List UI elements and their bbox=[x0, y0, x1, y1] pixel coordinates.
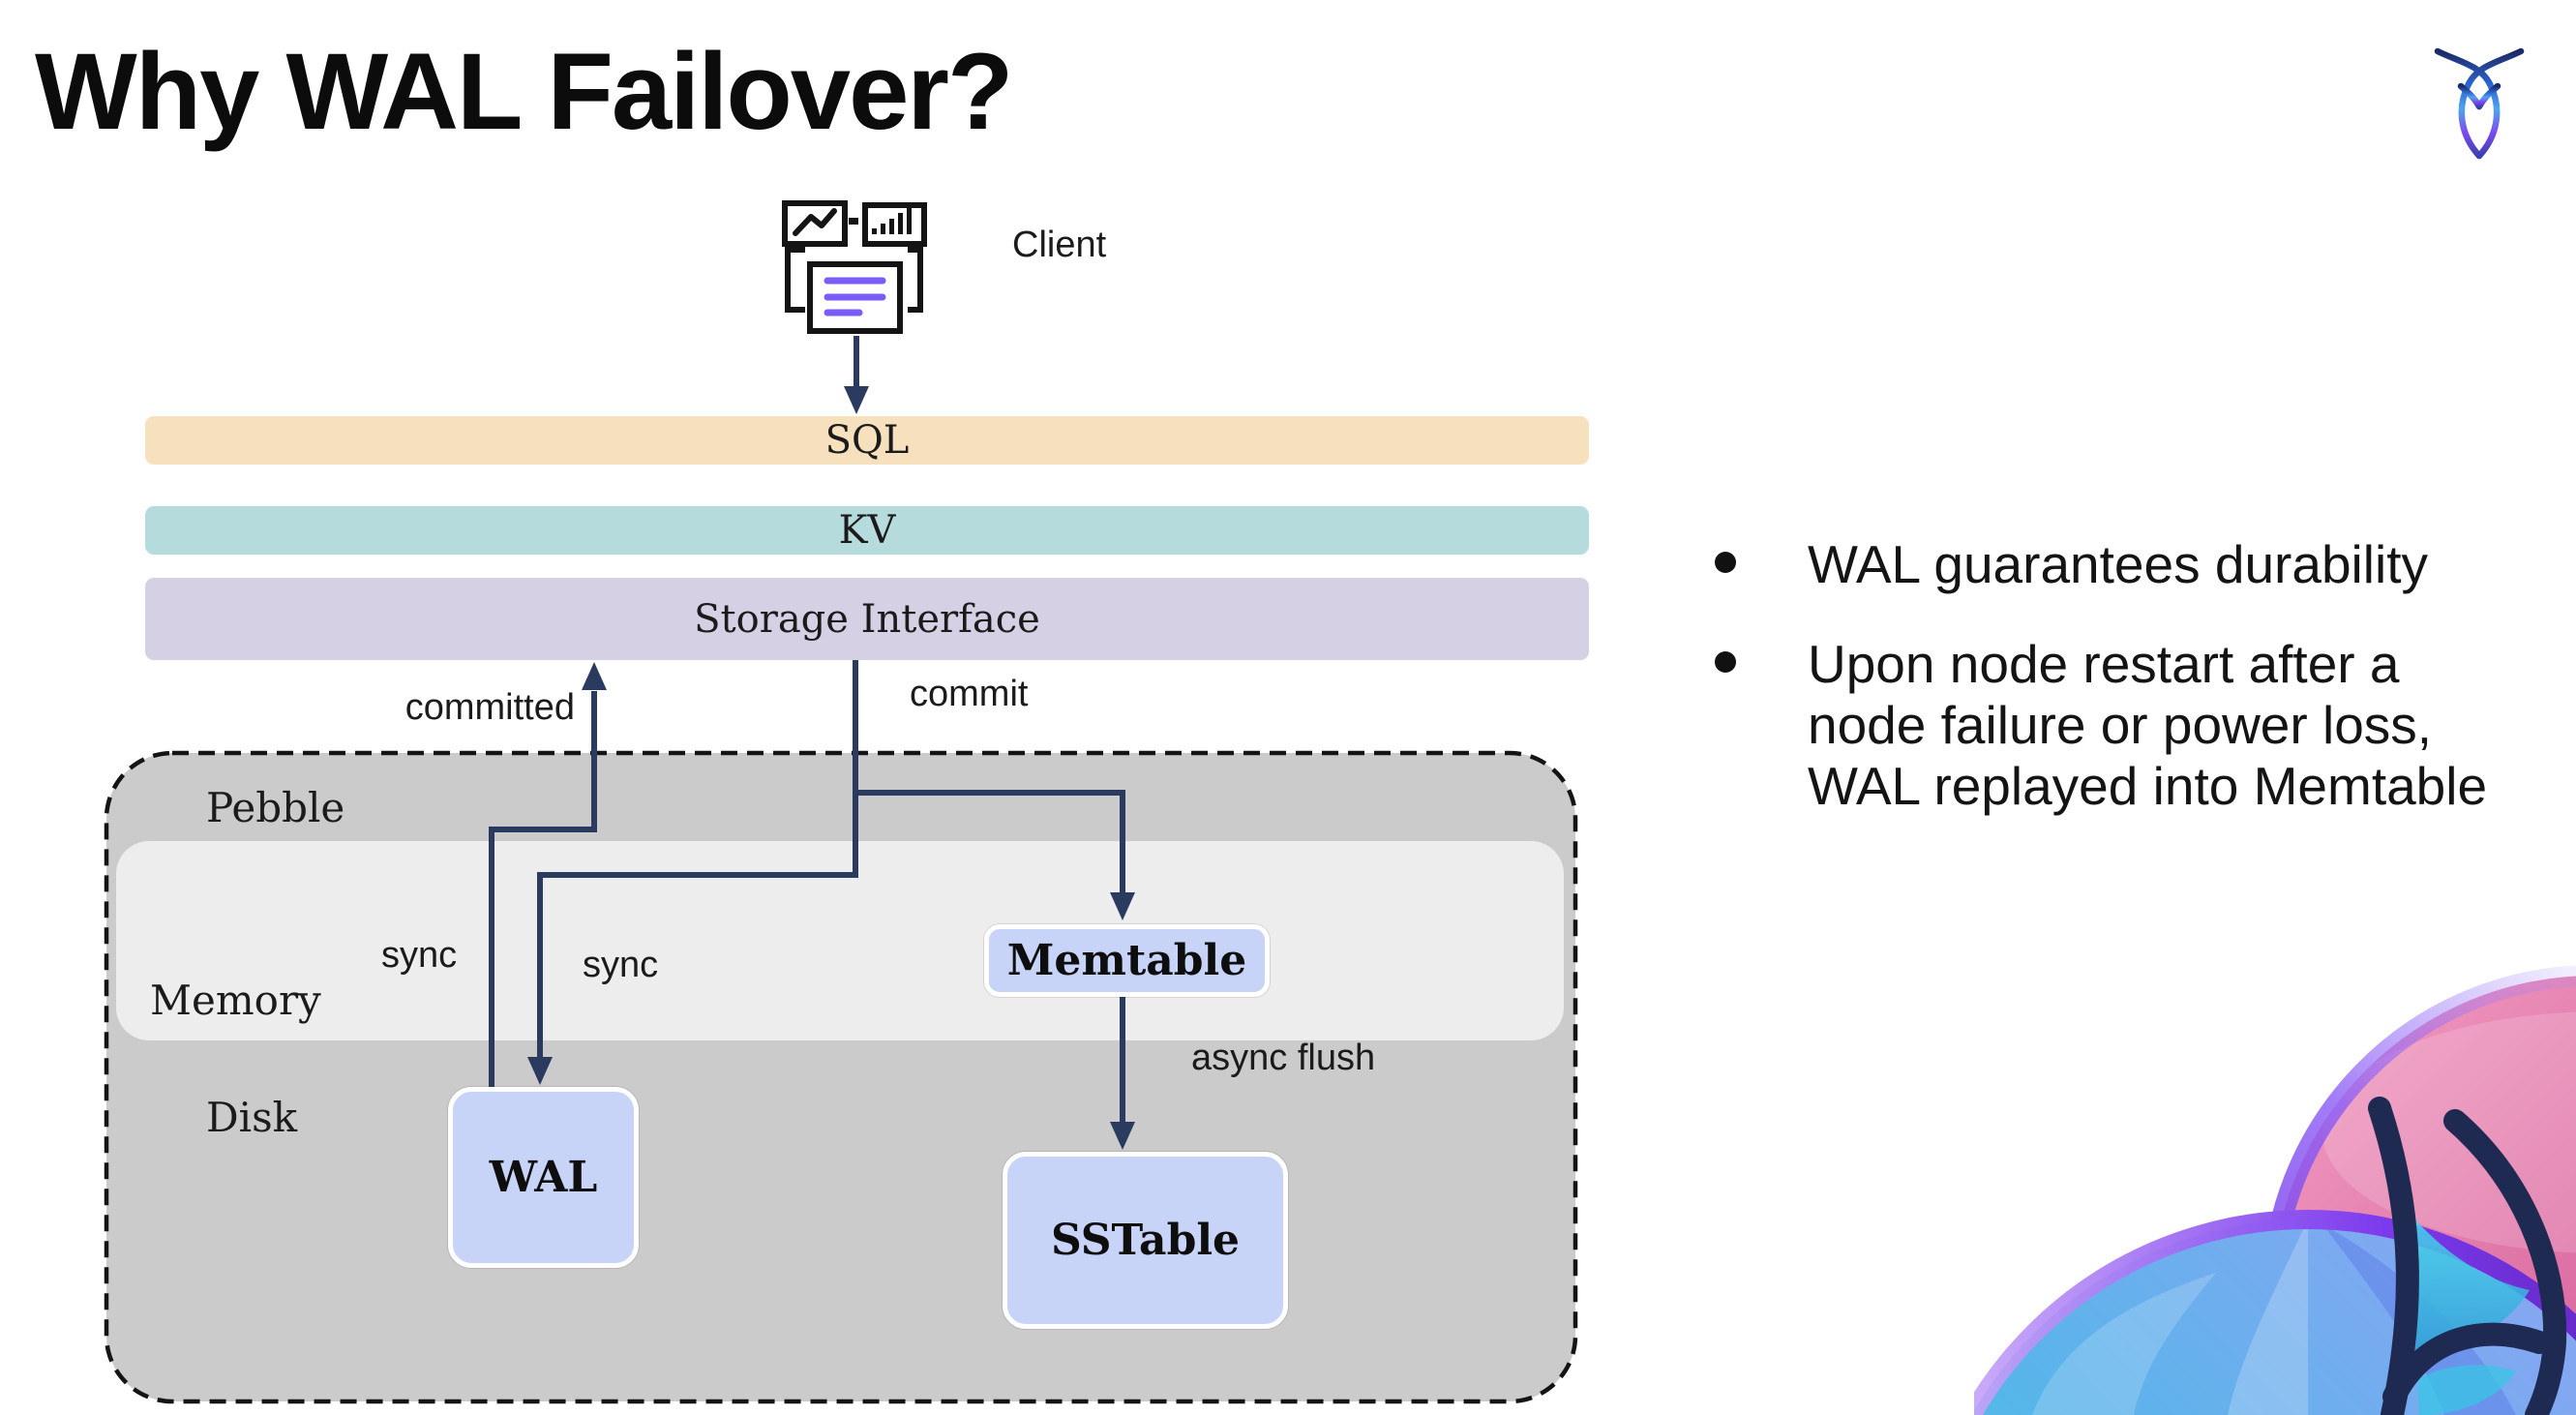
bullet-item-restart: Upon node restart after a node failure o… bbox=[1715, 634, 2487, 817]
cockroachdb-logo-icon bbox=[2434, 47, 2525, 160]
wal-label: WAL bbox=[489, 1153, 598, 1202]
sstable-label: SSTable bbox=[1050, 1216, 1241, 1265]
layer-bar-kv: KV bbox=[145, 506, 1589, 555]
edge-label-commit: commit bbox=[910, 674, 1029, 714]
bullet-text-durability: WAL guarantees durability bbox=[1808, 534, 2428, 594]
bullet-dot bbox=[1715, 552, 1736, 573]
bullet-dot bbox=[1715, 651, 1736, 673]
layer-label-kv: KV bbox=[838, 508, 896, 553]
edge-label-sync-down: sync bbox=[583, 945, 659, 985]
document-lines-icon bbox=[824, 277, 886, 316]
bullet-text-restart: Upon node restart after a node failure o… bbox=[1808, 634, 2487, 817]
bullet-line-1: Upon node restart after a bbox=[1808, 634, 2400, 694]
bullet-line-3: WAL replayed into Memtable bbox=[1808, 756, 2488, 816]
memtable-label: Memtable bbox=[1006, 936, 1247, 985]
page-title: Why WAL Failover? bbox=[35, 31, 1013, 152]
disk-label: Disk bbox=[206, 1094, 298, 1141]
layer-bar-storage-interface: Storage Interface bbox=[145, 578, 1589, 660]
memory-label: Memory bbox=[150, 977, 321, 1024]
wal-node: WAL bbox=[448, 1087, 639, 1268]
sstable-node: SSTable bbox=[1003, 1152, 1288, 1329]
bullet-line-2: node failure or power loss, bbox=[1808, 695, 2433, 755]
memtable-node: Memtable bbox=[984, 924, 1270, 997]
layer-bar-sql: SQL bbox=[145, 416, 1589, 465]
cockroach-brand-art bbox=[1974, 965, 2576, 1415]
edge-label-committed: committed bbox=[404, 687, 575, 728]
client-terminal-icon bbox=[782, 200, 927, 334]
pebble-label: Pebble bbox=[206, 784, 345, 831]
bullet-item-durability: WAL guarantees durability bbox=[1715, 534, 2428, 595]
layer-label-storage-interface: Storage Interface bbox=[694, 596, 1040, 642]
edge-label-async-flush: async flush bbox=[1191, 1038, 1376, 1078]
layer-label-sql: SQL bbox=[824, 418, 910, 463]
client-label: Client bbox=[1012, 225, 1107, 265]
edge-label-sync-up: sync bbox=[381, 935, 458, 976]
